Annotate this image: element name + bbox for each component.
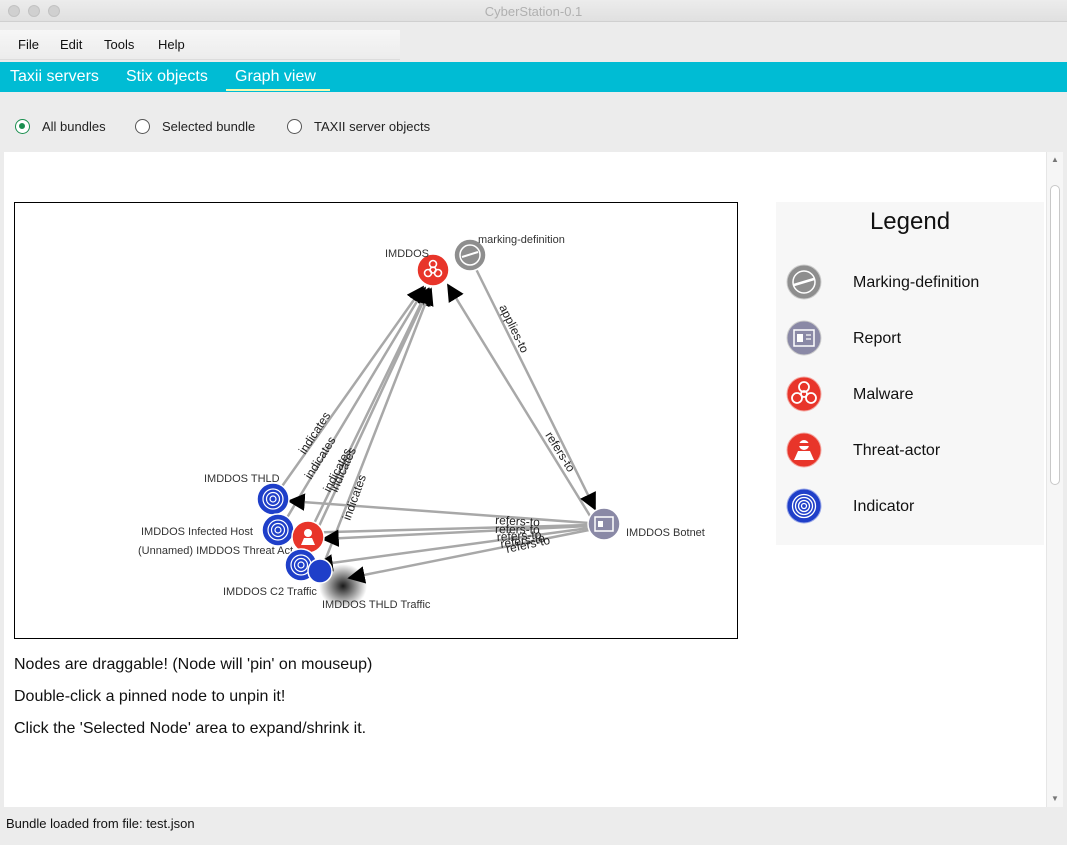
menu-file[interactable]: File: [18, 37, 39, 52]
radio-selected-bundle-label[interactable]: Selected bundle: [162, 119, 256, 134]
zoom-window-button[interactable]: [48, 5, 60, 17]
graph-node-imddos-thld[interactable]: IMDDOS THLD: [204, 473, 290, 516]
help-text-selected-node: Click the 'Selected Node' area to expand…: [14, 720, 367, 737]
radio-taxii-server-objects-label[interactable]: TAXII server objects: [314, 119, 431, 134]
threat-actor-icon: [786, 432, 822, 468]
active-tab-indicator: [226, 89, 330, 91]
node-label: IMDDOS C2 Traffic: [223, 586, 317, 598]
title-bar: CyberStation-0.1: [0, 0, 1067, 22]
node-label: IMDDOS: [385, 248, 429, 260]
node-label: IMDDOS Infected Host: [141, 526, 253, 538]
edge-thld-traffic-imddos: [319, 287, 434, 572]
indicator-icon: [786, 488, 822, 524]
radio-taxii-server-objects[interactable]: [287, 119, 302, 134]
minimize-window-button[interactable]: [28, 5, 40, 17]
marking-definition-icon: [459, 244, 481, 266]
scroll-down-icon[interactable]: ▼: [1051, 794, 1059, 803]
graph-canvas[interactable]: indicates indicates indicates indicates …: [14, 202, 738, 639]
graph-node-marking-definition[interactable]: marking-definition: [453, 234, 565, 272]
menu-tools[interactable]: Tools: [104, 37, 135, 52]
edge-label-refers-to: refers-to: [499, 531, 546, 551]
edge-label-refers-to: refers-to: [495, 513, 541, 529]
edge-c2-imddos: [299, 287, 431, 566]
malware-icon: [423, 259, 443, 278]
legend-label-indicator: Indicator: [853, 498, 915, 515]
edge-botnet-unnamed: [321, 524, 590, 547]
menu-bar: File Edit Tools Help: [0, 30, 400, 60]
scroll-thumb[interactable]: [1050, 185, 1060, 485]
status-bar: Bundle loaded from file: test.json: [6, 816, 195, 831]
legend-label-marking-definition: Marking-definition: [853, 274, 980, 291]
menu-edit[interactable]: Edit: [60, 37, 83, 52]
edge-botnet-thld-traffic: [347, 528, 590, 584]
edge-botnet-infected: [293, 523, 590, 542]
indicator-icon: [267, 519, 289, 541]
legend-panel: Legend Marking-definition Report Malware…: [776, 202, 1044, 545]
edge-infected-imddos: [277, 286, 427, 532]
node-label: IMDDOS THLD: [204, 473, 280, 485]
scroll-up-icon[interactable]: ▲: [1051, 155, 1059, 164]
edge-botnet-imddos: [446, 283, 597, 525]
tab-stix-objects[interactable]: Stix objects: [126, 68, 208, 85]
node-label: marking-definition: [478, 234, 565, 246]
window-title: CyberStation-0.1: [484, 4, 583, 19]
graph-node-unnamed-threat-actor[interactable]: (Unnamed) IMDDOS Threat Act: [138, 520, 325, 557]
tab-graph-view[interactable]: Graph view: [235, 68, 316, 85]
help-text-unpin: Double-click a pinned node to unpin it!: [14, 688, 286, 705]
edge-thld-imddos: [271, 285, 425, 500]
graph-node-imddos-botnet[interactable]: IMDDOS Botnet: [587, 507, 705, 541]
graph-svg[interactable]: indicates indicates indicates indicates …: [15, 203, 737, 638]
tab-taxii-servers[interactable]: Taxii servers: [10, 68, 99, 85]
graph-node-imddos-infected-host[interactable]: IMDDOS Infected Host: [141, 513, 295, 547]
malware-icon: [786, 376, 822, 412]
legend-label-threat-actor: Threat-actor: [853, 442, 941, 459]
edge-unnamed-imddos: [305, 287, 430, 539]
graph-edges: [271, 268, 597, 584]
marking-definition-icon: [786, 264, 822, 300]
node-label: IMDDOS Botnet: [626, 527, 705, 539]
menu-help[interactable]: Help: [158, 37, 185, 52]
legend-title: Legend: [869, 208, 951, 235]
node-label: IMDDOS THLD Traffic: [322, 599, 431, 611]
edge-botnet-c2: [315, 526, 590, 572]
indicator-icon: [262, 488, 284, 510]
help-text-draggable: Nodes are draggable! (Node will 'pin' on…: [14, 656, 373, 673]
close-window-button[interactable]: [8, 5, 20, 17]
graph-node-imddos-thld-traffic[interactable]: IMDDOS THLD Traffic: [307, 558, 431, 611]
radio-selected-bundle[interactable]: [135, 119, 150, 134]
radio-all-bundles-label[interactable]: All bundles: [42, 119, 106, 134]
edge-marking-botnet: [474, 268, 597, 511]
edge-botnet-thld: [287, 493, 590, 525]
tab-bar: Taxii servers Stix objects Graph view: [0, 62, 1067, 92]
edge-label-refers-to: refers-to: [496, 528, 542, 544]
radio-all-bundles[interactable]: [15, 119, 30, 134]
report-icon: [594, 516, 614, 532]
legend-label-report: Report: [853, 330, 902, 347]
edge-label-refers-to: refers-to: [495, 522, 540, 537]
graph-node-imddos[interactable]: IMDDOS: [385, 248, 450, 287]
legend-label-malware: Malware: [853, 386, 914, 403]
node-label: (Unnamed) IMDDOS Threat Act: [138, 545, 293, 557]
threat-actor-icon: [301, 538, 315, 545]
report-icon: [786, 320, 822, 356]
vertical-scrollbar[interactable]: ▲ ▼: [1046, 152, 1063, 807]
